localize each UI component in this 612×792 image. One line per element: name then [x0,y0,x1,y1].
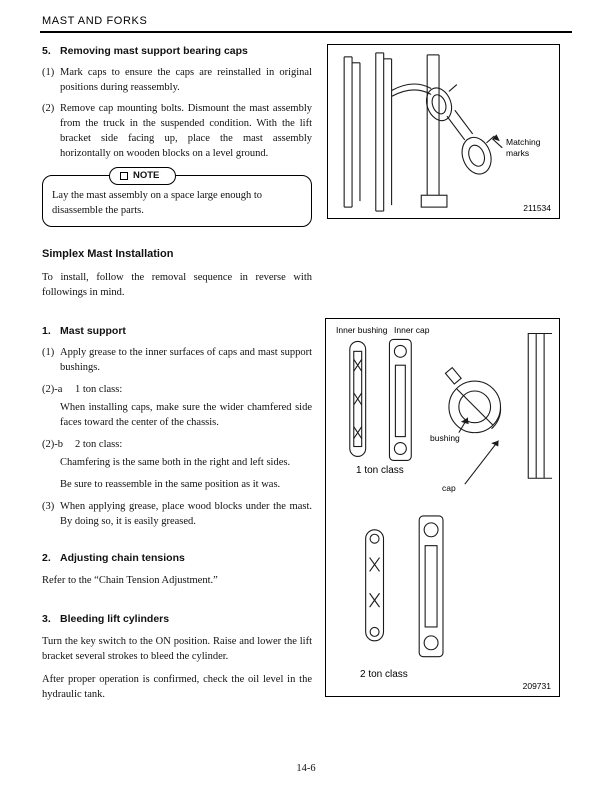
page-number: 14-6 [296,763,316,774]
figure-1: Matching marks 211534 [327,44,560,219]
inner-cap-label: Inner cap [394,325,430,335]
bushing-cap-drawing [349,332,553,658]
list-item: (3) When applying grease, place wood blo… [42,499,312,529]
mast-rails [343,52,448,212]
item-2b-text: Chamfering is the same both in the right… [60,456,291,468]
item-2b-text2: Be sure to reassemble in the same positi… [60,478,281,490]
figure-2-number: 209731 [522,681,551,691]
note-box: NOTE Lay the mast assembly on a space la… [42,167,312,227]
bushing-label: bushing [430,433,460,443]
two-ton-parts [365,515,444,658]
text-column: 5. Removing mast support bearing caps (1… [42,44,312,702]
section-1-title: Mast support [60,324,126,337]
section-2-title: Adjusting chain tensions [60,551,185,564]
section-3-number: 3. [42,612,51,625]
section-5-number: 5. [42,45,51,57]
item-text: Apply grease to the inner surfaces of ca… [60,346,312,373]
item-text: Remove cap mounting bolts. Dismount the … [60,103,312,159]
simplex-heading: Simplex Mast Installation [42,248,174,260]
one-ton-parts [349,332,553,485]
one-ton-class-label: 1 ton class [356,465,404,476]
item-text: Mark caps to ensure the caps are reinsta… [60,67,312,93]
section-1-heading: 1. Mast support [42,324,312,339]
note-flag-icon [120,171,128,180]
list-item: (1) Apply grease to the inner surfaces o… [42,345,312,375]
item-text: When applying grease, place wood blocks … [60,500,312,527]
list-item: (2) Remove cap mounting bolts. Dismount … [42,101,312,161]
simplex-intro: To install, follow the removal sequence … [42,271,312,298]
arrowhead-icon [491,440,499,447]
figure-2: Inner bushing Inner cap bushing cap 1 to… [325,318,560,697]
item-2b-heading: (2)-b 2 ton class: [42,437,312,452]
figure-1-number: 211534 [523,203,551,213]
inner-bushing-label: Inner bushing [336,325,388,335]
bearing-caps [425,84,503,175]
two-ton-class-label: 2 ton class [360,669,408,680]
item-marker: (1) [42,67,55,78]
item-marker: (2)-b [42,438,63,450]
note-pill: NOTE [109,167,177,185]
list-item: (1) Mark caps to ensure the caps are rei… [42,65,312,95]
note-text: Lay the mast assembly on a space large e… [52,190,263,216]
matching-marks-label: Matching marks [506,137,541,158]
section-3-heading: 3. Bleeding lift cylinders [42,612,312,627]
section-5-heading: 5. Removing mast support bearing caps [42,44,312,59]
item-subtitle: 1 ton class: [75,383,123,395]
section-3-text2: After proper operation is confirmed, che… [42,673,312,700]
item-marker: (2)-a [42,383,63,395]
item-2a-heading: (2)-a 1 ton class: [42,382,312,397]
section-1-number: 1. [42,324,51,337]
mast-caps-drawing [343,52,503,212]
note-label: NOTE [133,170,160,181]
item-2a-text: When installing caps, make sure the wide… [60,401,312,428]
header-rule [40,31,572,34]
section-2-text: Refer to the “Chain Tension Adjustment.” [42,574,218,586]
item-subtitle: 2 ton class: [75,438,123,450]
item-marker: (3) [42,500,55,512]
cap-label: cap [442,483,456,493]
item-marker: (1) [42,346,55,358]
section-2-number: 2. [42,551,51,564]
item-marker: (2) [42,103,55,114]
section-5-title: Removing mast support bearing caps [60,45,248,57]
arrowhead-icon [460,417,469,425]
section-3-text1: Turn the key switch to the ON position. … [42,635,312,662]
page-header-title: MAST AND FORKS [42,15,148,27]
section-3-title: Bleeding lift cylinders [60,612,170,625]
section-2-heading: 2. Adjusting chain tensions [42,551,312,566]
arrowhead-icon [492,134,500,142]
